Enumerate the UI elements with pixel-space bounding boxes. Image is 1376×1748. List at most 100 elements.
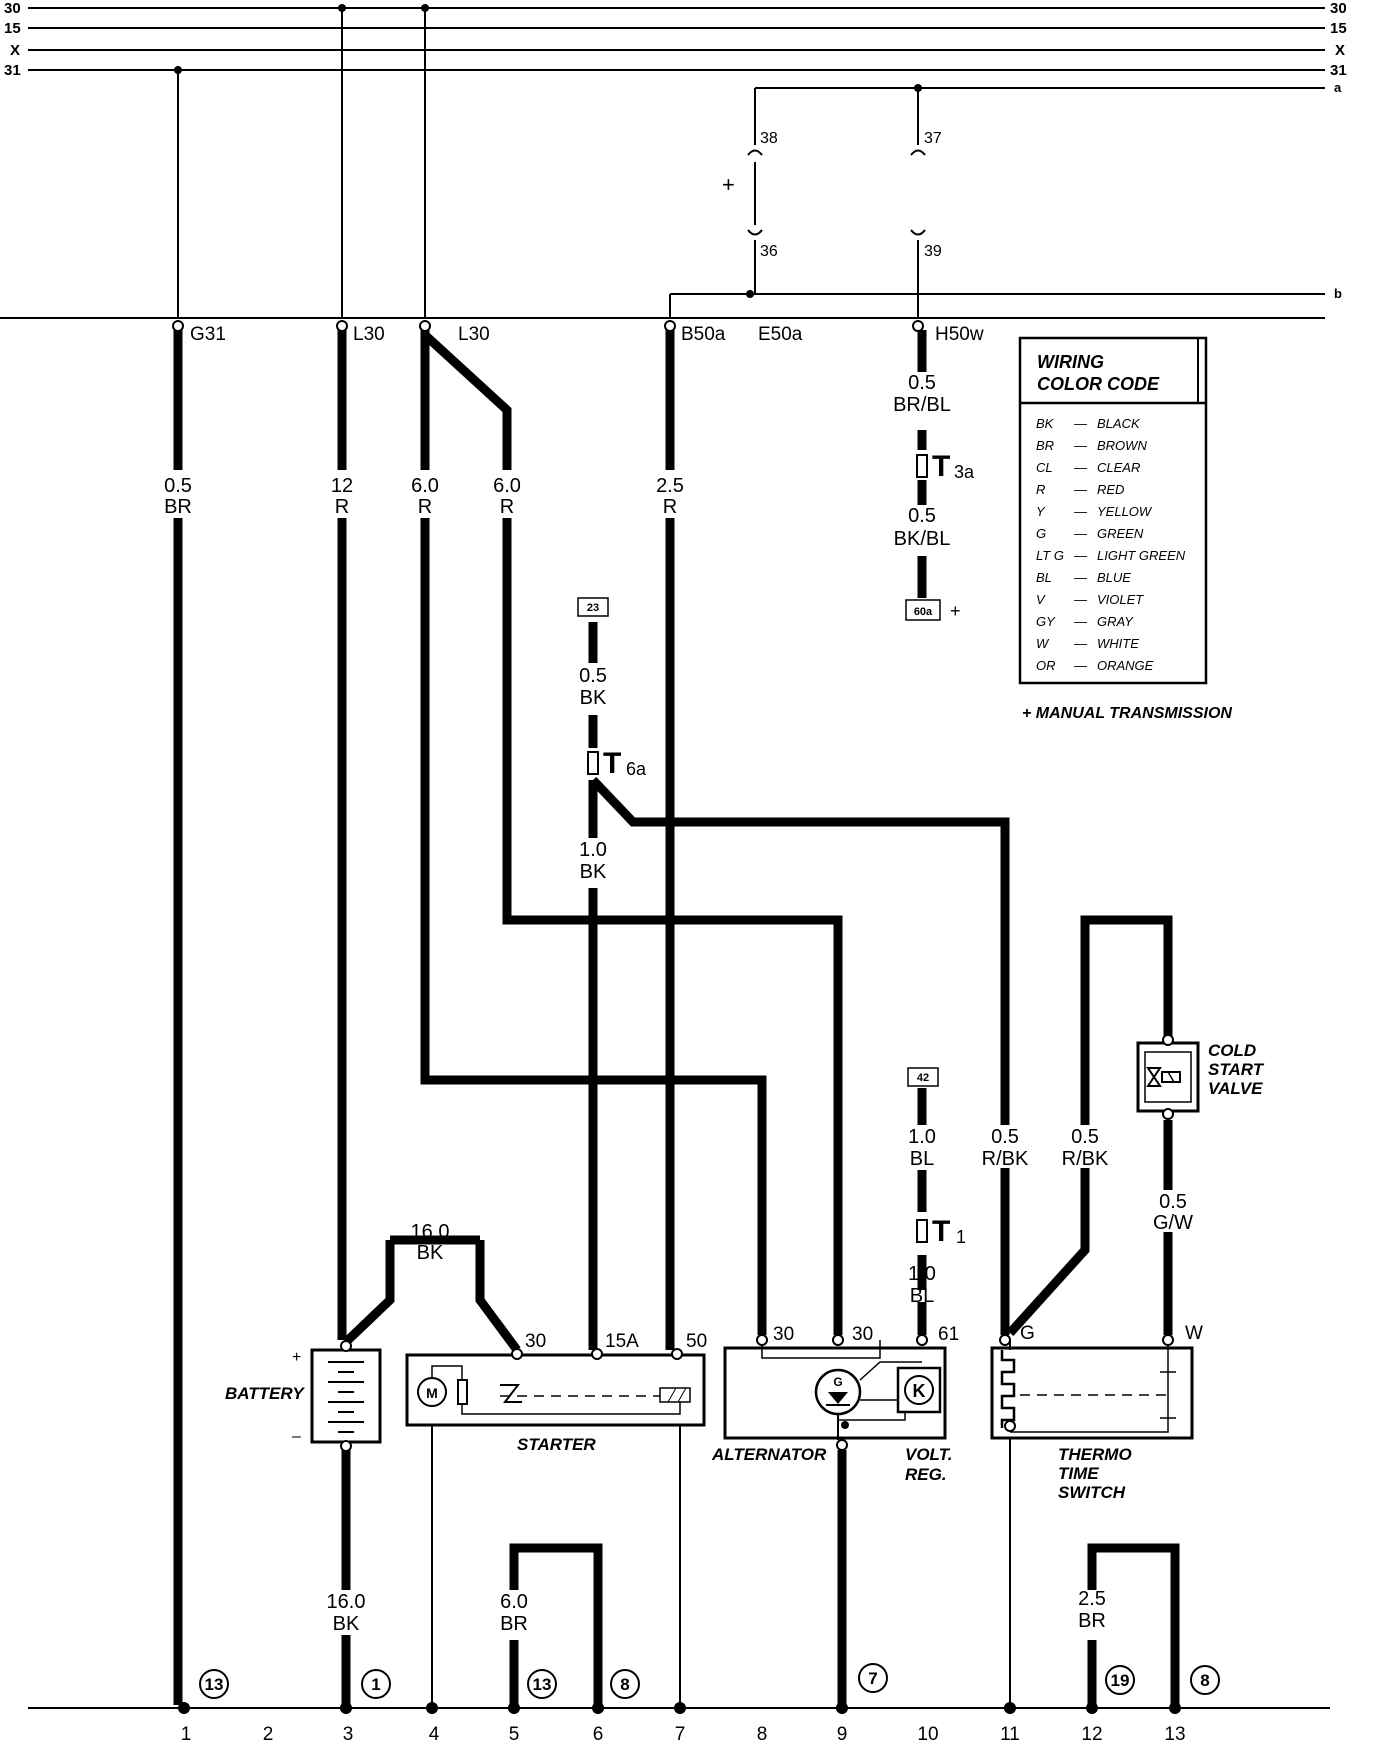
legend-title-2: COLOR CODE bbox=[1037, 374, 1160, 394]
wire-color-18: BR bbox=[1078, 1610, 1106, 1632]
manual-transmission-note: + MANUAL TRANSMISSION bbox=[1022, 705, 1232, 722]
terminal-g31: G31 bbox=[190, 324, 226, 345]
ground-ref-7: 7 bbox=[868, 1669, 877, 1688]
connector-t3a: T 3a bbox=[916, 450, 975, 483]
starter-pin-30: 30 bbox=[525, 1331, 546, 1352]
ground-ref-13-a: 13 bbox=[205, 1675, 224, 1694]
legend-code: GY bbox=[1036, 614, 1056, 629]
rail-label-31: 31 bbox=[4, 62, 21, 79]
wire-gauge-7: 0.5 bbox=[908, 505, 936, 527]
ground-number-9: 9 bbox=[837, 1724, 848, 1745]
connector-t6a-main: T bbox=[603, 747, 621, 780]
legend-name: WHITE bbox=[1097, 636, 1139, 651]
wire-gauge-6: 0.5 bbox=[908, 372, 936, 394]
legend-code: OR bbox=[1036, 658, 1056, 673]
pin-36: 36 bbox=[760, 243, 778, 260]
ground-ref-circles bbox=[199, 1663, 1220, 1699]
rail-labels-left: 30 15 X 31 bbox=[4, 0, 21, 79]
thermo-pin-g: G bbox=[1020, 1323, 1035, 1344]
wire-color-11: BL bbox=[910, 1148, 934, 1170]
rail-label-31-right: 31 bbox=[1330, 62, 1347, 79]
wire-gauge-5: 2.5 bbox=[656, 475, 684, 497]
starter: M 30 15A 50 STARTER bbox=[405, 1331, 707, 1454]
starter-pin-15a: 15A bbox=[605, 1331, 639, 1352]
wire-color-9: BK bbox=[580, 861, 607, 883]
legend-dash: — bbox=[1073, 614, 1088, 629]
legend-code: R bbox=[1036, 482, 1045, 497]
terminal-h50w: H50w bbox=[935, 324, 984, 345]
battery-label: BATTERY bbox=[225, 1384, 305, 1403]
legend-dash: — bbox=[1073, 592, 1088, 607]
wire-gauge-12: 1.0 bbox=[908, 1263, 936, 1285]
wire-gauge-15: 0.5 bbox=[1159, 1191, 1187, 1213]
thermo-label-3: SWITCH bbox=[1058, 1483, 1126, 1502]
alternator-pin-30-a: 30 bbox=[773, 1324, 794, 1345]
volt-reg-symbol: K bbox=[913, 1381, 926, 1401]
connector-t1-sub: 1 bbox=[956, 1227, 966, 1247]
starter-label: STARTER bbox=[517, 1435, 596, 1454]
wire-color-6: BR/BL bbox=[893, 394, 951, 416]
legend-code: BK bbox=[1036, 416, 1055, 431]
ref-60a: 60a bbox=[914, 606, 933, 618]
wire-color-12: BL bbox=[910, 1285, 934, 1307]
rail-label-x-right: X bbox=[1335, 42, 1345, 59]
ref-23: 23 bbox=[587, 602, 599, 614]
alternator-gen-symbol: G bbox=[833, 1375, 842, 1389]
ground-ref-8-a: 8 bbox=[620, 1675, 629, 1694]
wire-gauge-3: 6.0 bbox=[411, 475, 439, 497]
cold-start-label-1: COLD bbox=[1208, 1041, 1256, 1060]
ground-number-6: 6 bbox=[593, 1724, 604, 1745]
battery: + – BATTERY bbox=[225, 1340, 382, 1452]
ground-number-11: 11 bbox=[1000, 1724, 1020, 1745]
battery-minus: – bbox=[292, 1428, 301, 1445]
pin-39: 39 bbox=[924, 243, 942, 260]
legend-title-1: WIRING bbox=[1037, 352, 1104, 372]
wire-gauge-16: 16.0 bbox=[327, 1591, 366, 1613]
legend-dash: — bbox=[1073, 504, 1088, 519]
legend-name: BROWN bbox=[1097, 438, 1147, 453]
wire-gauge-4: 6.0 bbox=[493, 475, 521, 497]
rail-label-15-right: 15 bbox=[1330, 20, 1347, 37]
legend-code: BL bbox=[1036, 570, 1052, 585]
legend-code: W bbox=[1036, 636, 1050, 651]
ref-box-23: 23 bbox=[577, 597, 609, 617]
legend-dash: — bbox=[1073, 548, 1088, 563]
wire-color-4: R bbox=[500, 496, 514, 518]
wire-color-2: R bbox=[335, 496, 349, 518]
pin-38: 38 bbox=[760, 130, 778, 147]
alternator-pin-61: 61 bbox=[938, 1324, 959, 1345]
starter-motor-symbol: M bbox=[426, 1385, 438, 1401]
ref-42: 42 bbox=[917, 1072, 929, 1084]
legend-rows: BK — BLACK BR — BROWN CL — CLEAR R — RED… bbox=[1036, 416, 1186, 673]
rail-label-b: b bbox=[1334, 286, 1342, 301]
ground-number-5: 5 bbox=[509, 1724, 520, 1745]
wire-gauge-2: 12 bbox=[331, 475, 353, 497]
legend-code: Y bbox=[1036, 504, 1046, 519]
wire-gauge-13: 0.5 bbox=[991, 1126, 1019, 1148]
ground-number-13: 13 bbox=[1164, 1724, 1185, 1745]
rail-label-30-right: 30 bbox=[1330, 0, 1347, 17]
wire-gauge-11: 1.0 bbox=[908, 1126, 936, 1148]
terminal-l30-a: L30 bbox=[353, 324, 385, 345]
ground-numbers: 1 2 3 4 5 6 7 8 9 10 11 12 13 bbox=[181, 1724, 1186, 1745]
wire-color-5: R bbox=[663, 496, 677, 518]
terminal-b50a: B50a bbox=[681, 324, 726, 345]
legend-name: BLUE bbox=[1097, 570, 1131, 585]
rail-label-a: a bbox=[1334, 80, 1342, 95]
ground-ref-13-b: 13 bbox=[533, 1675, 552, 1694]
legend-name: ORANGE bbox=[1097, 658, 1154, 673]
ground-number-8: 8 bbox=[757, 1724, 768, 1745]
ref-60a-plus: + bbox=[950, 601, 961, 621]
wire-gauge-14: 0.5 bbox=[1071, 1126, 1099, 1148]
cold-start-valve: COLD START VALVE bbox=[1136, 1000, 1265, 1120]
rail-lines bbox=[0, 7, 1325, 319]
ground-ref-8-b: 8 bbox=[1200, 1671, 1209, 1690]
legend-code: G bbox=[1036, 526, 1046, 541]
legend-dash: — bbox=[1073, 460, 1088, 475]
connector-t3a-main: T bbox=[932, 450, 950, 483]
wire-color-17: BR bbox=[500, 1613, 528, 1635]
pin-37: 37 bbox=[924, 130, 942, 147]
legend-code: LT G bbox=[1036, 548, 1064, 563]
terminal-l30-b: L30 bbox=[458, 324, 490, 345]
